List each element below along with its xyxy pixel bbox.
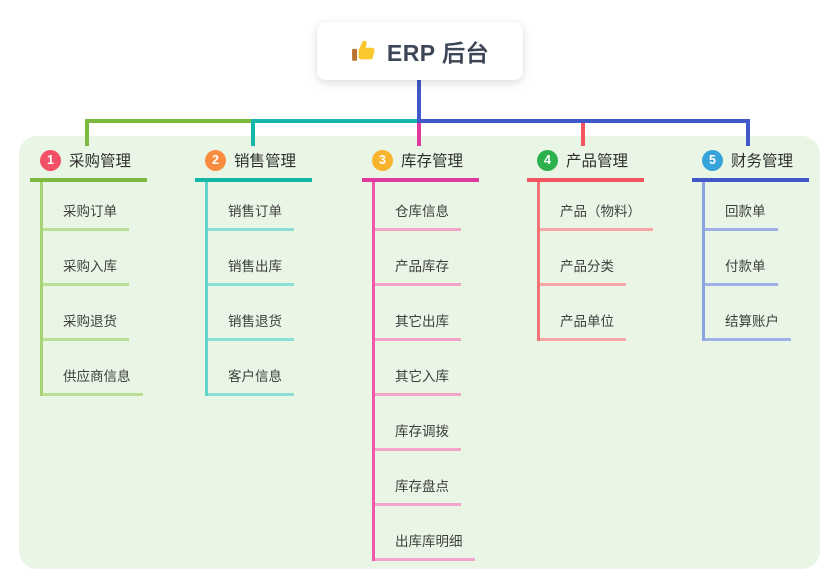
- branch-5: 5 财务管理回款单付款单结算账户: [692, 149, 809, 341]
- item-label: 产品（物料）: [560, 204, 641, 219]
- thumbs-up-icon: [351, 38, 377, 64]
- branch-item[interactable]: 供应商信息: [43, 341, 143, 396]
- branch-item[interactable]: 产品（物料）: [540, 182, 653, 231]
- branch-items: 仓库信息产品库存其它出库其它入库库存调拨库存盘点出库库明细: [372, 182, 479, 561]
- branch-item[interactable]: 采购入库: [43, 231, 129, 286]
- branch-item[interactable]: 产品分类: [540, 231, 626, 286]
- item-label: 出库库明细: [395, 534, 463, 549]
- branch-item[interactable]: 其它出库: [375, 286, 461, 341]
- item-label: 采购退货: [63, 314, 117, 329]
- branch-items: 回款单付款单结算账户: [702, 182, 809, 341]
- branch-item[interactable]: 客户信息: [208, 341, 294, 396]
- connector-branch4-drop: [581, 119, 585, 146]
- branch-number-badge: 3: [372, 149, 393, 171]
- branch-header[interactable]: 3 库存管理: [362, 149, 479, 182]
- root-node[interactable]: ERP 后台: [317, 22, 523, 80]
- branch-item[interactable]: 销售退货: [208, 286, 294, 341]
- branch-number-badge: 1: [40, 149, 61, 171]
- branch-title: 销售管理: [234, 153, 297, 170]
- item-label: 结算账户: [725, 314, 779, 329]
- branch-item[interactable]: 结算账户: [705, 286, 791, 341]
- branch-4: 4 产品管理产品（物料） 产品分类产品单位: [527, 149, 653, 341]
- branch-item[interactable]: 销售出库: [208, 231, 294, 286]
- branch-item[interactable]: 付款单: [705, 231, 778, 286]
- connector-branch1-drop: [85, 119, 89, 146]
- connector-branch3-drop: [417, 121, 421, 146]
- branch-1: 1 采购管理采购订单采购入库采购退货供应商信息: [30, 149, 147, 396]
- branch-item[interactable]: 仓库信息: [375, 182, 461, 231]
- item-label: 库存盘点: [395, 479, 449, 494]
- branch-item[interactable]: 产品库存: [375, 231, 461, 286]
- connector-branch5-horizontal: [419, 119, 750, 123]
- branch-header[interactable]: 4 产品管理: [527, 149, 644, 182]
- item-label: 仓库信息: [395, 204, 449, 219]
- branch-item[interactable]: 库存调拨: [375, 396, 461, 451]
- branch-item[interactable]: 采购退货: [43, 286, 129, 341]
- item-label: 产品单位: [560, 314, 614, 329]
- branch-item[interactable]: 回款单: [705, 182, 778, 231]
- branch-item[interactable]: 其它入库: [375, 341, 461, 396]
- branch-header[interactable]: 2 销售管理: [195, 149, 312, 182]
- item-label: 采购入库: [63, 259, 117, 274]
- item-label: 销售订单: [228, 204, 282, 219]
- branch-title: 财务管理: [731, 153, 794, 170]
- branch-header[interactable]: 1 采购管理: [30, 149, 147, 182]
- branch-header[interactable]: 5 财务管理: [692, 149, 809, 182]
- branch-items: 采购订单采购入库采购退货供应商信息: [40, 182, 147, 396]
- item-label: 库存调拨: [395, 424, 449, 439]
- branch-number-badge: 4: [537, 149, 558, 171]
- item-label: 其它入库: [395, 369, 449, 384]
- item-label: 销售出库: [228, 259, 282, 274]
- connector-branch1-horizontal: [85, 119, 253, 123]
- item-label: 付款单: [725, 259, 766, 274]
- connector-branch2-horizontal: [251, 119, 421, 123]
- branch-title: 产品管理: [566, 153, 629, 170]
- branch-2: 2 销售管理销售订单销售出库销售退货客户信息: [195, 149, 312, 396]
- branch-item[interactable]: 销售订单: [208, 182, 294, 231]
- connector-root-stem: [417, 78, 421, 123]
- item-label: 产品库存: [395, 259, 449, 274]
- item-label: 客户信息: [228, 369, 282, 384]
- branch-3: 3 库存管理仓库信息产品库存其它出库其它入库库存调拨库存盘点出库库明细: [362, 149, 479, 561]
- branch-title: 库存管理: [401, 153, 464, 170]
- connector-branch5-drop: [746, 119, 750, 146]
- branch-item[interactable]: 出库库明细: [375, 506, 475, 561]
- branch-item[interactable]: 采购订单: [43, 182, 129, 231]
- branch-number-badge: 5: [702, 149, 723, 171]
- branch-title: 采购管理: [69, 153, 132, 170]
- branch-item[interactable]: 库存盘点: [375, 451, 461, 506]
- branch-number-badge: 2: [205, 149, 226, 171]
- branch-item[interactable]: 产品单位: [540, 286, 626, 341]
- item-label: 回款单: [725, 204, 766, 219]
- item-label: 采购订单: [63, 204, 117, 219]
- branch-items: 产品（物料） 产品分类产品单位: [537, 182, 653, 341]
- branches-panel: [19, 136, 820, 569]
- item-label: 其它出库: [395, 314, 449, 329]
- item-label: 供应商信息: [63, 369, 131, 384]
- item-label: 销售退货: [228, 314, 282, 329]
- connector-branch2-drop: [251, 119, 255, 146]
- item-label: 产品分类: [560, 259, 614, 274]
- root-label: ERP 后台: [386, 40, 490, 66]
- branch-items: 销售订单销售出库销售退货客户信息: [205, 182, 312, 396]
